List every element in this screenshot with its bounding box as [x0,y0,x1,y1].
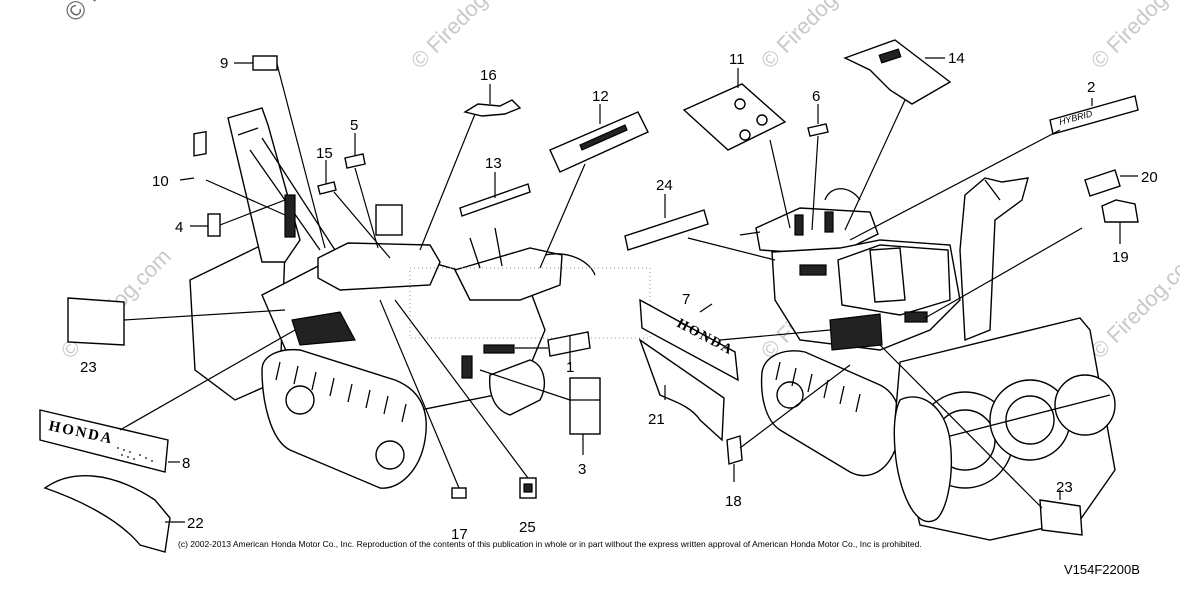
callout-14: 14 [948,50,965,67]
left-rear-track [488,359,546,416]
callout-8: 8 [182,455,190,472]
part-18 [726,435,743,465]
right-leaders [664,57,1138,509]
part-23-right [1039,499,1083,536]
callout-21: 21 [648,411,665,428]
callout-7: 7 [682,291,690,308]
callout-24: 24 [656,177,673,194]
left-body-decal [291,311,356,346]
part-11-hole-3 [739,129,751,141]
callout-numbers: 9 10 4 5 15 16 13 12 23 1 3 8 22 17 25 1… [80,50,1158,543]
callout-2: 2 [1087,79,1095,96]
auger-blade [1054,374,1116,436]
callout-23-left: 23 [80,359,97,376]
part-15 [317,181,337,195]
left-chute-decal [284,194,296,238]
part-5 [344,153,366,169]
callout-22: 22 [187,515,204,532]
callout-19: 19 [1112,249,1129,266]
part-11 [682,83,787,151]
part-9 [252,55,278,71]
watermark-tile: © Firedog.com [1086,244,1180,364]
right-small-decal [904,311,928,323]
right-lever [794,214,804,236]
left-track-wheel [285,385,315,415]
part-14-mark [878,48,902,64]
watermark-tile: © Firedog.com [406,0,526,74]
right-track [760,350,901,477]
right-fuel-tank [869,247,906,303]
right-auger-cover [893,396,953,523]
left-shaded-area [409,267,651,339]
part-13 [459,183,531,217]
callout-23-right: 23 [1056,479,1073,496]
left-track-treads [275,361,407,423]
watermark-tile: © Firedog.com [1086,0,1180,74]
callout-13: 13 [485,155,502,172]
left-handle-bar [544,253,596,276]
callout-10: 10 [152,173,169,190]
right-handle-bar [824,188,861,201]
part-12-slot [579,124,628,151]
right-panel-decal [799,264,827,276]
part-25-mark [523,483,533,493]
right-body-decal [829,313,883,351]
callout-15: 15 [316,145,333,162]
part-10 [193,130,207,157]
part-3 [569,377,601,435]
left-track-wheel [375,440,405,470]
right-control-box [755,207,879,256]
callout-25: 25 [519,519,536,536]
part-14 [843,39,952,105]
right-track-treads [775,361,861,413]
callout-5: 5 [350,117,358,134]
part-21 [638,338,725,442]
callout-9: 9 [220,55,228,72]
left-discharge-chute [227,107,301,263]
diagram-code: V154F2200B [1064,562,1140,577]
part-11-hole-2 [756,114,768,126]
callout-18: 18 [725,493,742,510]
callout-12: 12 [592,88,609,105]
left-fuel-cap [375,204,403,236]
left-side-decal-2 [483,344,515,354]
callout-6: 6 [812,88,820,105]
left-decal-parts: HONDA [39,55,649,553]
left-leaders [119,62,601,523]
part-2 [1049,95,1139,135]
callout-3: 3 [578,461,586,478]
part-17 [451,487,467,499]
part-16 [463,99,522,117]
callout-11: 11 [729,51,745,68]
part-22 [43,475,171,553]
part-20 [1084,169,1121,197]
part-6 [807,123,829,137]
right-track-wheel [776,381,804,409]
right-snowblower [739,177,1116,541]
auger-blade [1005,395,1055,445]
left-snowblower [189,107,651,489]
part-1 [547,331,591,357]
right-discharge-chute [959,177,1029,342]
part-11-hole [734,98,746,110]
left-side-decal [461,355,473,379]
part-23-left [67,297,125,346]
callout-1: 1 [566,359,574,376]
callout-17: 17 [451,526,468,543]
left-engine [317,242,441,291]
callout-4: 4 [175,219,183,236]
part-24 [624,209,709,251]
copyright-notice: (c) 2002-2013 American Honda Motor Co., … [178,539,922,549]
callout-16: 16 [480,67,497,84]
right-lever-2 [824,211,834,233]
callout-20: 20 [1141,169,1158,186]
part-8 [39,409,169,473]
left-control-panel [453,247,563,301]
part-4 [207,213,221,237]
right-decal-parts: HYBRID HONDA [624,39,1139,536]
part-19 [1101,199,1139,223]
part-7 [639,298,739,382]
part-8-halftone [117,447,153,462]
